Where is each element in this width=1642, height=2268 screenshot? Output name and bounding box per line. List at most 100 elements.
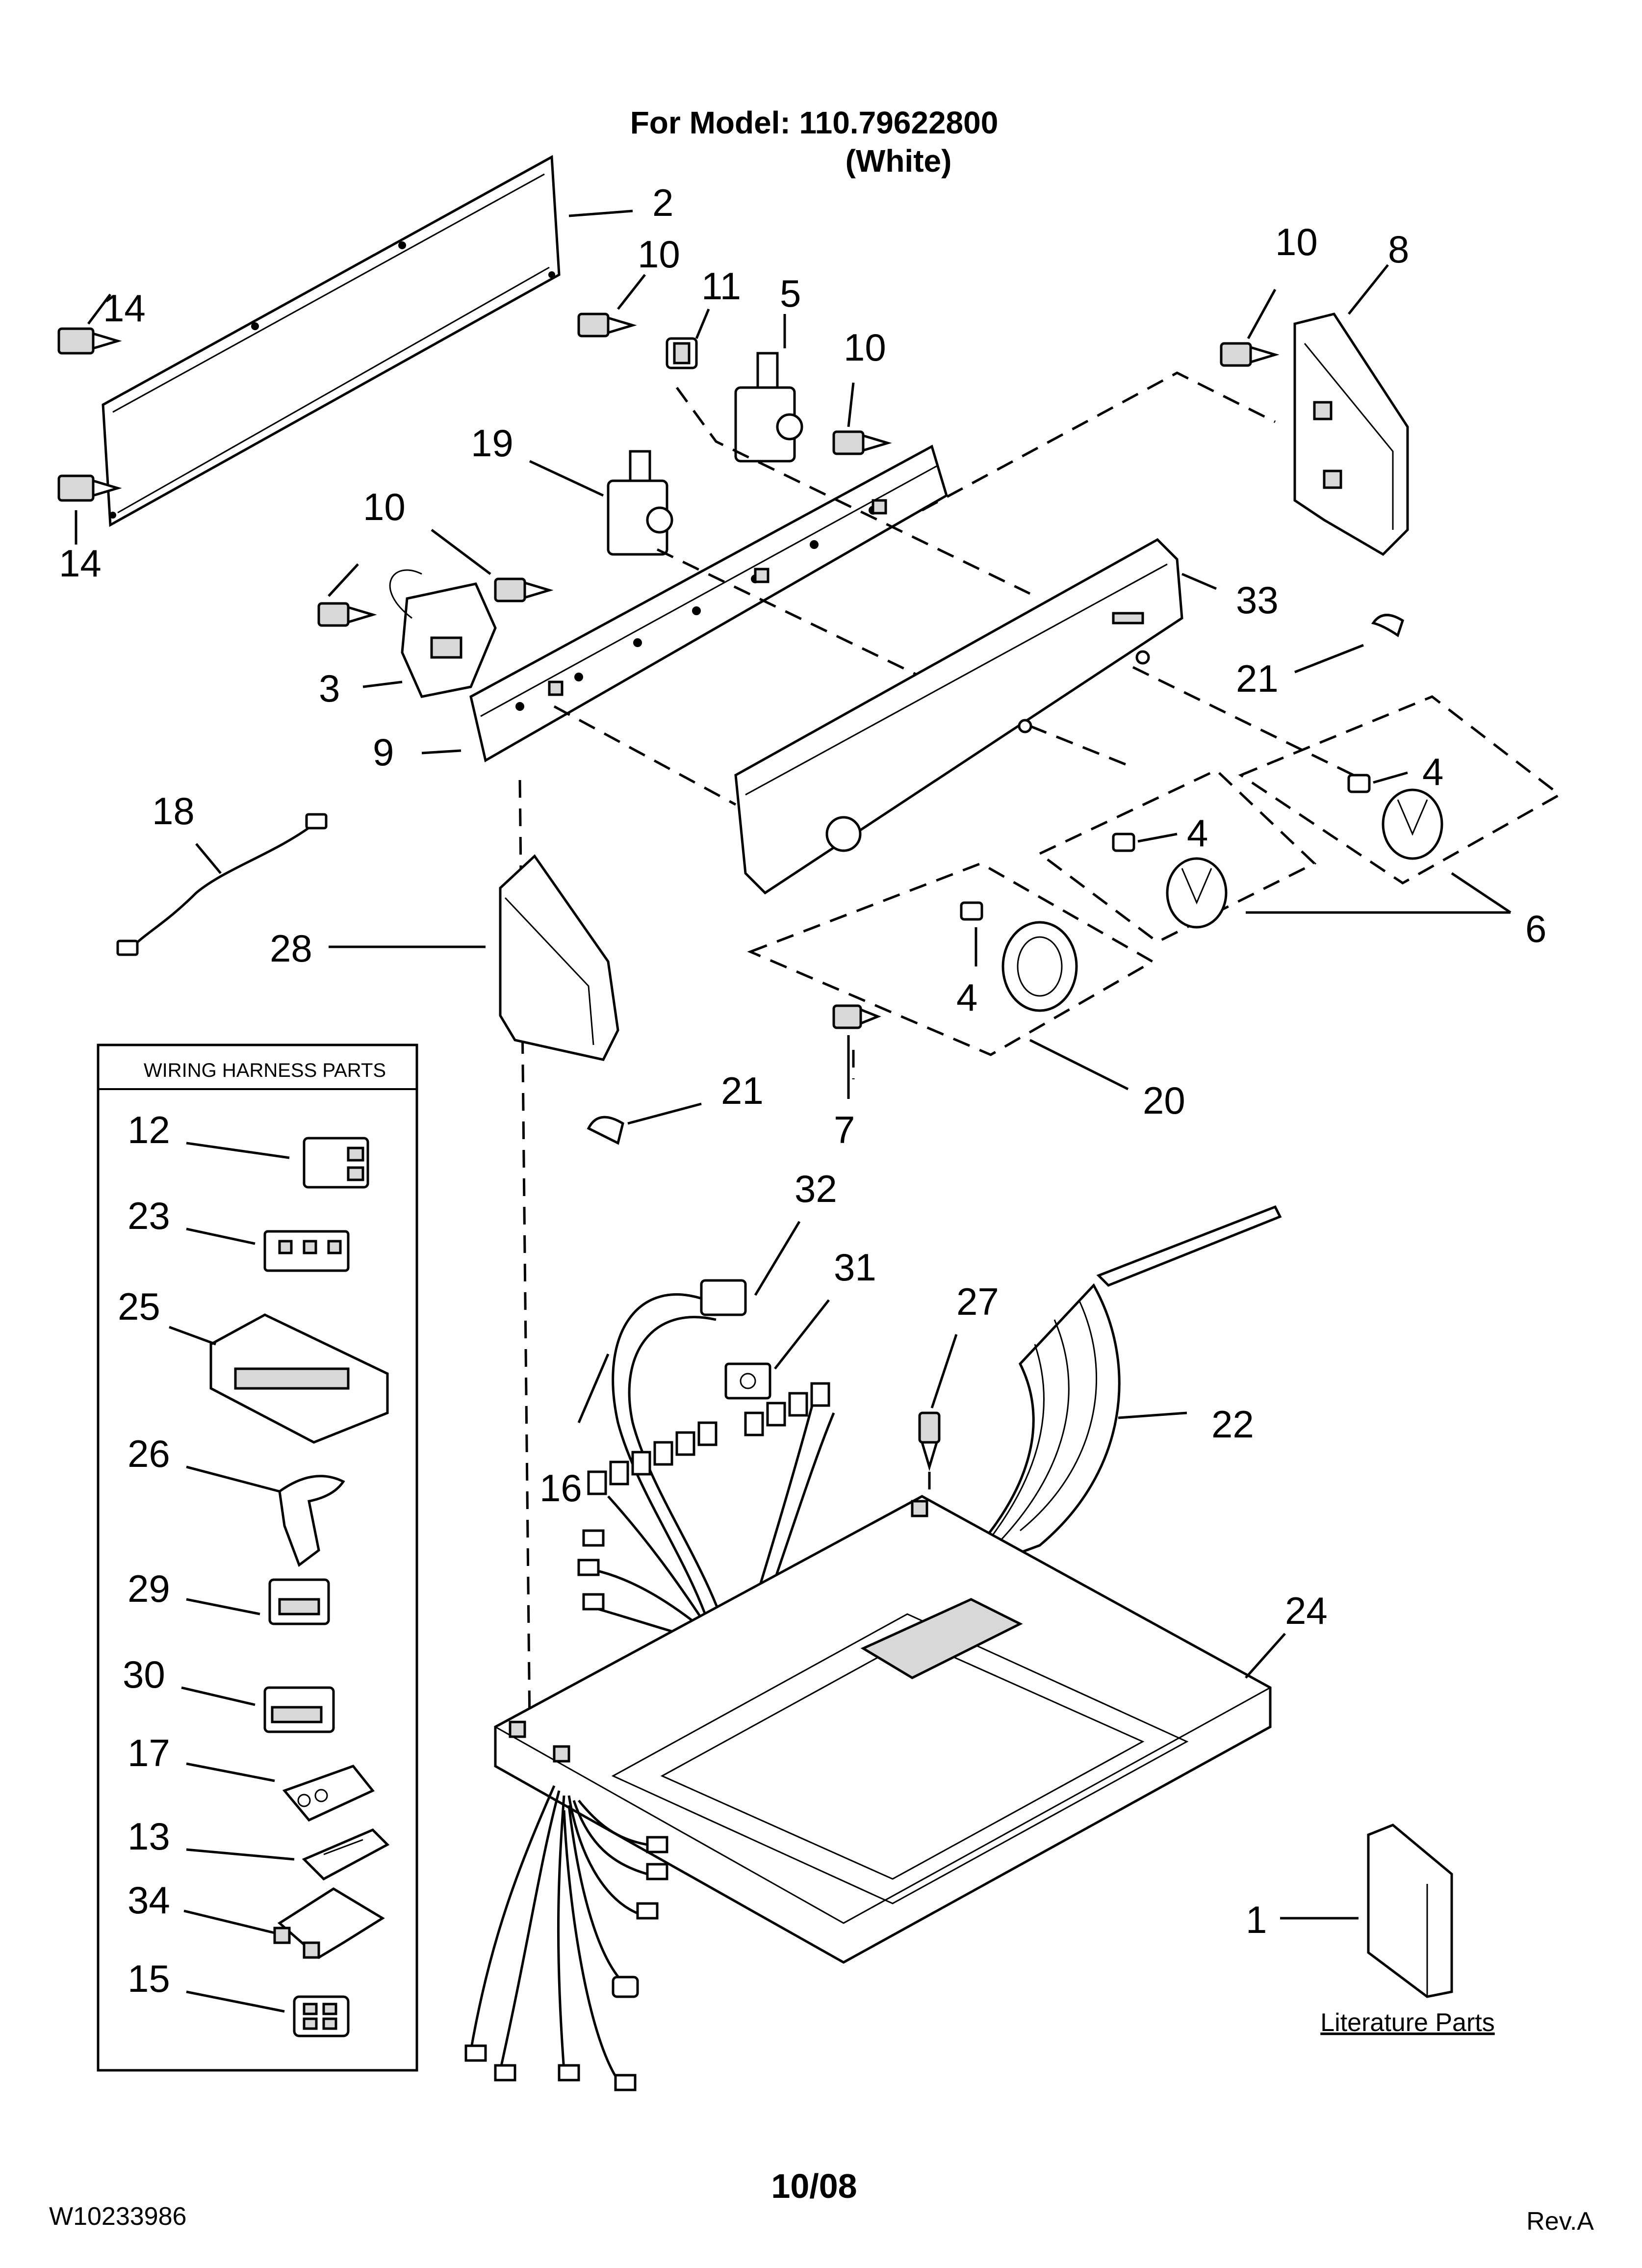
console-bracket-part-9 <box>469 444 948 762</box>
leader-29 <box>186 1598 260 1616</box>
callout-27: 27 <box>956 1280 999 1323</box>
callout-33: 33 <box>1236 578 1279 622</box>
callout-16: 16 <box>539 1466 582 1510</box>
end-cap-part-8 <box>1293 313 1409 556</box>
leader-10d-2 <box>431 529 491 575</box>
leader-26 <box>186 1465 280 1493</box>
screw-part-10-a <box>577 313 637 338</box>
literature-book-part-1 <box>1367 1824 1453 1998</box>
callout-3: 3 <box>319 667 340 710</box>
knob-3 <box>1001 921 1078 1012</box>
callout-18: 18 <box>152 789 195 833</box>
revision-label: Rev.A <box>1526 2207 1594 2236</box>
harness-num-23: 23 <box>128 1194 170 1237</box>
callout-24: 24 <box>1285 1589 1328 1632</box>
wiring-harness-title: WIRING HARNESS PARTS <box>144 1060 386 1081</box>
leader-10b <box>847 382 855 427</box>
callout-21-bottom: 21 <box>721 1069 764 1112</box>
lower-harness-wires <box>464 1785 668 2091</box>
switch-part-19 <box>607 450 673 556</box>
leader-12 <box>186 1142 290 1159</box>
harness-num-17: 17 <box>128 1731 170 1774</box>
callout-2: 2 <box>652 181 673 224</box>
callout-14-top: 14 <box>103 287 146 330</box>
clip-part-11 <box>666 337 698 369</box>
callout-9: 9 <box>373 730 394 774</box>
leader-25 <box>169 1326 216 1346</box>
clip-part-21-bottom <box>587 1116 624 1145</box>
screw-part-10-b <box>832 430 892 455</box>
harness-num-12: 12 <box>128 1108 170 1151</box>
leader-10c <box>1247 288 1277 339</box>
screw-part-14-top <box>57 327 122 355</box>
connector-part-31 <box>724 1362 771 1400</box>
lint-filter-part-22 <box>946 1205 1282 1581</box>
leader-6a <box>1451 872 1512 914</box>
leader-27 <box>930 1334 958 1408</box>
leader-21b <box>627 1102 702 1125</box>
clip-part-4-c <box>960 901 983 921</box>
leader-2 <box>568 209 633 217</box>
connector-part-34 <box>273 1887 385 1959</box>
wire-part-18 <box>116 813 328 956</box>
leader-30 <box>181 1686 256 1706</box>
connector-part-25 <box>209 1313 389 1444</box>
callout-7: 7 <box>834 1108 855 1151</box>
screw-part-10-c <box>1220 342 1280 367</box>
leader-24 <box>1245 1633 1286 1679</box>
knob-group-part-6 <box>1037 695 1562 943</box>
callout-19: 19 <box>471 421 513 465</box>
leader-19 <box>529 460 604 497</box>
connector-part-17 <box>282 1765 375 1822</box>
top-part-24 <box>494 1495 1272 1964</box>
connector-part-23 <box>263 1230 350 1272</box>
leader-14a <box>87 293 111 325</box>
leader-4a <box>1373 771 1408 784</box>
callout-10-d: 10 <box>363 485 406 528</box>
callout-32: 32 <box>795 1167 837 1210</box>
leader-34 <box>183 1909 275 1934</box>
leader-4b <box>1137 833 1178 843</box>
leader-17 <box>186 1762 275 1782</box>
terminal-part-13 <box>302 1828 390 1881</box>
revision-date: 10/08 <box>771 2167 857 2205</box>
leader-16 <box>577 1354 610 1423</box>
callout-14-bottom: 14 <box>59 542 102 585</box>
leader-3 <box>362 680 403 688</box>
leader-10d-1 <box>328 563 359 597</box>
callout-4-a: 4 <box>1422 750 1443 793</box>
callout-4-c: 4 <box>956 976 977 1019</box>
callout-28: 28 <box>270 927 312 970</box>
leader-31 <box>774 1299 830 1370</box>
clip-part-21-top <box>1371 614 1404 637</box>
clip-part-26 <box>278 1475 345 1567</box>
leader-20 <box>1029 1039 1129 1091</box>
callout-6: 6 <box>1525 907 1546 950</box>
harness-num-25: 25 <box>118 1285 160 1328</box>
leader-21a <box>1294 644 1364 674</box>
harness-num-13: 13 <box>128 1815 170 1858</box>
leader-15 <box>186 1990 285 2013</box>
screw-part-14-bottom <box>57 474 122 502</box>
clip-part-4-a <box>1347 774 1371 793</box>
connector-part-30 <box>263 1686 335 1733</box>
console-part-33 <box>734 538 1183 895</box>
callout-10-a: 10 <box>638 233 680 276</box>
connector-part-12 <box>303 1137 369 1189</box>
bracket-part-3 <box>389 569 497 698</box>
leader-10a <box>617 274 646 310</box>
callout-5: 5 <box>780 272 801 315</box>
leader-11 <box>695 309 710 339</box>
leader-9 <box>421 749 462 755</box>
knob-1 <box>1382 788 1443 860</box>
leader-32 <box>754 1221 801 1296</box>
leader-22 <box>1118 1411 1187 1419</box>
leader-23 <box>186 1227 256 1245</box>
harness-num-34: 34 <box>128 1878 170 1922</box>
screw-part-10-d <box>317 577 554 627</box>
connector-part-15 <box>293 1995 350 2037</box>
harness-num-26: 26 <box>128 1432 170 1475</box>
callout-1: 1 <box>1246 1898 1267 1941</box>
callout-8: 8 <box>1388 228 1409 271</box>
literature-label: Literature Parts <box>1320 2008 1495 2037</box>
